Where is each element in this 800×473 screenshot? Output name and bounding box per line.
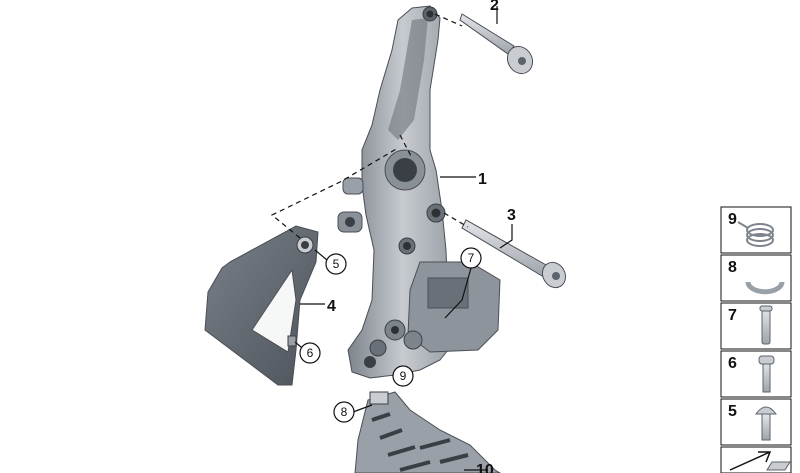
screw-icon bbox=[755, 406, 777, 441]
svg-text:2: 2 bbox=[490, 0, 499, 14]
svg-text:1: 1 bbox=[478, 171, 487, 188]
svg-text:6: 6 bbox=[728, 355, 737, 372]
svg-text:6: 6 bbox=[307, 346, 314, 360]
bolt-2 bbox=[459, 13, 534, 75]
callout-3: 3 bbox=[507, 207, 516, 224]
legend-item-7: 7 bbox=[720, 302, 792, 350]
legend-item-9: 9 bbox=[720, 206, 792, 254]
svg-text:3: 3 bbox=[507, 207, 516, 224]
svg-text:9: 9 bbox=[400, 369, 407, 383]
callout-2: 2 bbox=[490, 0, 499, 14]
callout-6: 6 bbox=[299, 342, 321, 364]
legend-item-8: 8 bbox=[720, 254, 792, 302]
pin-icon bbox=[759, 305, 773, 345]
legend-item-nav bbox=[720, 446, 792, 473]
assembly-guides bbox=[270, 13, 469, 239]
svg-text:5: 5 bbox=[333, 257, 340, 271]
svg-text:7: 7 bbox=[728, 307, 737, 324]
washer-icon bbox=[766, 461, 791, 471]
legend-item-5: 5 bbox=[720, 398, 792, 446]
callout-1: 1 bbox=[478, 171, 487, 188]
callout-4: 4 bbox=[327, 298, 336, 315]
circlip-icon bbox=[745, 281, 785, 295]
callout-7: 7 bbox=[460, 247, 482, 269]
footpeg bbox=[354, 391, 501, 473]
svg-text:4: 4 bbox=[327, 298, 336, 315]
svg-text:5: 5 bbox=[728, 403, 737, 420]
bolt-icon bbox=[758, 355, 775, 393]
svg-text:8: 8 bbox=[728, 259, 737, 276]
bolt-3 bbox=[461, 219, 567, 289]
spring-icon bbox=[737, 221, 774, 247]
legend-item-6: 6 bbox=[720, 350, 792, 398]
svg-text:7: 7 bbox=[468, 251, 475, 265]
svg-text:10: 10 bbox=[476, 462, 494, 473]
heel-guard bbox=[204, 225, 319, 386]
callout-10: 10 bbox=[476, 462, 494, 473]
callout-8: 8 bbox=[333, 401, 355, 423]
svg-text:8: 8 bbox=[341, 405, 348, 419]
callout-5: 5 bbox=[325, 253, 347, 275]
svg-text:9: 9 bbox=[728, 211, 737, 228]
parts-legend: 9 8 7 6 bbox=[720, 206, 792, 473]
arrow-icon bbox=[729, 451, 772, 471]
callout-9: 9 bbox=[392, 365, 414, 387]
main-bracket bbox=[337, 5, 501, 379]
